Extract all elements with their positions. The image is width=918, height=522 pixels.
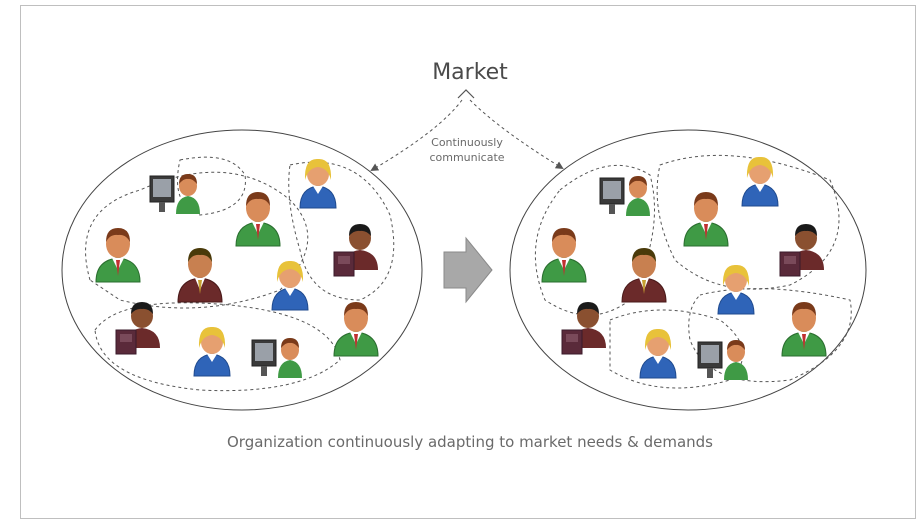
comm-arrow-right — [469, 99, 564, 170]
market-arrowhead — [457, 89, 475, 99]
communication-label-line1: Continuously — [431, 136, 503, 149]
organization-before — [61, 129, 423, 411]
market-label: Market — [432, 60, 508, 85]
communication-label: Continuously communicate — [400, 135, 534, 165]
communication-label-line2: communicate — [429, 151, 505, 164]
transition-arrow — [443, 236, 493, 304]
organization-after — [509, 129, 867, 411]
diagram-caption: Organization continuously adapting to ma… — [227, 433, 713, 451]
comm-arrow-left — [370, 99, 463, 172]
